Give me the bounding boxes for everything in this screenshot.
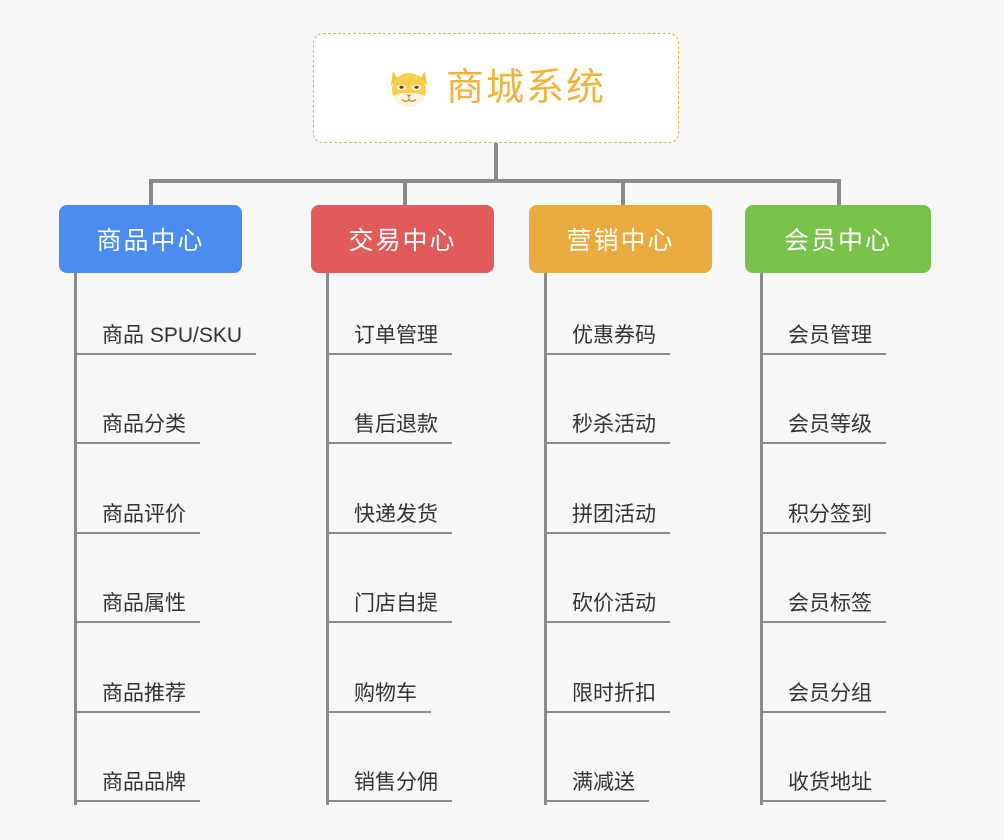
leaf-item[interactable]: 秒杀活动 bbox=[544, 414, 670, 444]
connector-drop-2 bbox=[403, 179, 407, 207]
leaf-item[interactable]: 快递发货 bbox=[326, 504, 452, 534]
leaf-label: 商品品牌 bbox=[102, 771, 186, 794]
leaf-label: 限时折扣 bbox=[572, 682, 656, 705]
leaf-label: 销售分佣 bbox=[354, 771, 438, 794]
leaf-label: 商品评价 bbox=[102, 503, 186, 526]
leaf-label: 商品推荐 bbox=[102, 682, 186, 705]
leaf-item[interactable]: 商品推荐 bbox=[74, 683, 200, 713]
leaf-label: 拼团活动 bbox=[572, 503, 656, 526]
category-label: 营销中心 bbox=[566, 227, 675, 255]
leaf-label: 售后退款 bbox=[354, 413, 438, 436]
root-node-shop-system[interactable]: 商城系统 bbox=[313, 33, 679, 143]
leaf-label: 砍价活动 bbox=[572, 592, 656, 615]
leaf-label: 会员标签 bbox=[788, 592, 872, 615]
category-label: 会员中心 bbox=[783, 227, 892, 255]
leaf-label: 满减送 bbox=[572, 771, 635, 794]
connector-drop-3 bbox=[621, 179, 625, 207]
leaf-label: 会员等级 bbox=[788, 413, 872, 436]
leaf-item[interactable]: 会员分组 bbox=[760, 683, 886, 713]
column-stem bbox=[544, 273, 547, 805]
leaf-item[interactable]: 售后退款 bbox=[326, 414, 452, 444]
leaf-item[interactable]: 会员等级 bbox=[760, 414, 886, 444]
leaf-item[interactable]: 商品 SPU/SKU bbox=[74, 324, 257, 355]
connector-horizontal-bus bbox=[149, 179, 841, 183]
category-box-product-center[interactable]: 商品中心 bbox=[59, 205, 242, 273]
leaf-item[interactable]: 收货地址 bbox=[760, 772, 886, 802]
leaf-label: 门店自提 bbox=[354, 592, 438, 615]
leaf-item[interactable]: 商品分类 bbox=[74, 414, 200, 444]
shiba-dog-face-icon bbox=[386, 65, 432, 111]
leaf-item[interactable]: 销售分佣 bbox=[326, 772, 452, 802]
leaf-item[interactable]: 会员管理 bbox=[760, 325, 886, 355]
leaf-item[interactable]: 优惠券码 bbox=[544, 325, 670, 355]
column-stem bbox=[74, 273, 77, 805]
leaf-item[interactable]: 商品品牌 bbox=[74, 772, 200, 802]
category-box-trade-center[interactable]: 交易中心 bbox=[311, 205, 494, 273]
leaf-item[interactable]: 积分签到 bbox=[760, 504, 886, 534]
column-stem bbox=[760, 273, 763, 805]
leaf-label: 会员管理 bbox=[788, 324, 872, 347]
leaf-item[interactable]: 限时折扣 bbox=[544, 683, 670, 713]
leaf-item[interactable]: 购物车 bbox=[326, 683, 431, 713]
leaf-label: 商品属性 bbox=[102, 592, 186, 615]
leaf-item[interactable]: 满减送 bbox=[544, 772, 649, 802]
leaf-label: 商品 SPU/SKU bbox=[102, 324, 243, 347]
category-box-marketing-center[interactable]: 营销中心 bbox=[529, 205, 712, 273]
leaf-item[interactable]: 会员标签 bbox=[760, 593, 886, 623]
leaf-item[interactable]: 订单管理 bbox=[326, 325, 452, 355]
leaf-label: 商品分类 bbox=[102, 413, 186, 436]
leaf-item[interactable]: 商品属性 bbox=[74, 593, 200, 623]
leaf-label: 秒杀活动 bbox=[572, 413, 656, 436]
category-box-member-center[interactable]: 会员中心 bbox=[745, 205, 931, 273]
leaf-label: 快递发货 bbox=[354, 503, 438, 526]
connector-drop-4 bbox=[837, 179, 841, 207]
leaf-item[interactable]: 拼团活动 bbox=[544, 504, 670, 534]
leaf-label: 收货地址 bbox=[788, 771, 872, 794]
leaf-item[interactable]: 砍价活动 bbox=[544, 593, 670, 623]
leaf-label: 会员分组 bbox=[788, 682, 872, 705]
leaf-item[interactable]: 商品评价 bbox=[74, 504, 200, 534]
connector-drop-1 bbox=[149, 179, 153, 207]
leaf-label: 积分签到 bbox=[788, 503, 872, 526]
connector-root-stem bbox=[494, 143, 498, 181]
leaf-label: 优惠券码 bbox=[572, 324, 656, 347]
leaf-item[interactable]: 门店自提 bbox=[326, 593, 452, 623]
leaf-label: 订单管理 bbox=[354, 324, 438, 347]
category-label: 商品中心 bbox=[96, 227, 205, 255]
leaf-label: 购物车 bbox=[354, 682, 417, 705]
root-node-title: 商城系统 bbox=[445, 67, 606, 109]
column-stem bbox=[326, 273, 329, 805]
category-label: 交易中心 bbox=[348, 227, 457, 255]
